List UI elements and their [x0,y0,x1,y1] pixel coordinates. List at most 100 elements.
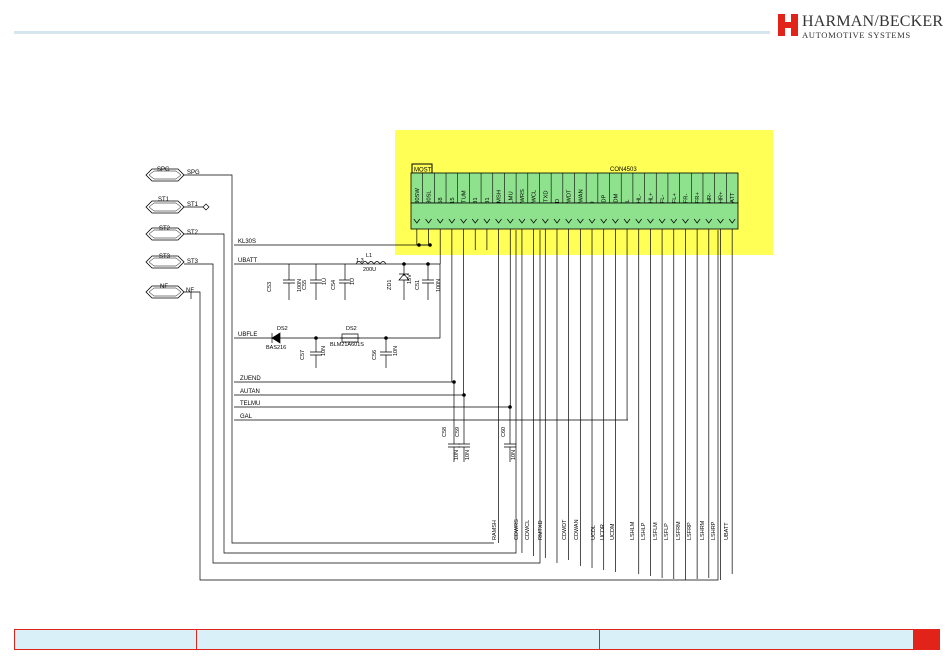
c53-ref: C53 [267,282,273,292]
c60-ref: C60 [501,427,507,437]
bottom-label-14: LSFRP [687,522,693,540]
pin-6-label: NFFL+ [672,193,678,211]
port-st3-net: ST3 [187,259,199,265]
pin-21-terminal [495,218,502,224]
net-kl30s: KL30S [238,239,256,245]
net-labels: KL30S UBATT UBFLE ZUEND AUTAN TELMU GAL [238,239,261,420]
bottom-label-5: CDWAN [574,519,580,540]
c56-value: 10N [393,346,399,356]
header-rule [14,31,770,34]
harman-becker-h-logo-icon [778,14,798,36]
pin-12-terminal [600,218,607,224]
d1-ref: ZD1 [387,280,393,290]
pin-22-terminal [483,218,491,224]
pin-25-terminal [448,218,456,224]
ubatt-filter-labels: C53 100N C55 1U C54 1U L1 1 3 200U ZD1 1… [267,253,442,292]
l1-value: 200U [363,267,376,273]
bottom-label-7: UCDR [600,524,606,540]
c55-value: 1U [322,278,328,285]
ubatt-filter [283,261,434,300]
c54-ref: C54 [331,280,337,290]
c57-value: 10N [321,346,327,356]
pin-27-terminal [425,218,432,224]
pin-21-label: RAMSH [497,190,503,211]
pin-26-terminal [436,218,444,224]
l1-pins: 1 3 [356,258,364,264]
pin-3-label: NFHR- [707,193,713,211]
pin-1-label: UBATT [730,192,736,211]
pin-11-terminal [612,218,619,224]
connector-part: CON4503 [610,167,637,173]
pin-8-label: NFHL+ [648,192,654,211]
pin-18-terminal [530,218,537,224]
bottom-label-13: LSFRM [676,521,682,540]
pin-5-terminal [682,218,689,224]
bottom-label-2: CDWCL [525,520,531,540]
pin-4-terminal [693,218,701,224]
pin-8-terminal [647,218,654,224]
port-st2: ST2 ST2 [145,226,199,241]
net-zuend: ZUEND [240,376,261,382]
pin-2-terminal [717,218,724,224]
port-st2-net: ST2 [187,230,199,236]
pin-6-terminal [670,218,678,224]
pin-1-terminal [728,218,736,224]
pin-20-label: TELMU [508,191,514,211]
bottom-label-12: LSFLP [664,523,670,540]
c51-value: 100N [436,279,442,292]
port-wiring [184,174,719,581]
ds2a-ref: DS2 [277,326,288,332]
bottom-label-1: CDWRS [514,519,520,540]
connector-ref: MOST [414,168,432,174]
pin-16-terminal [553,218,561,224]
pin-28-terminal [413,218,421,224]
net-lines [234,244,628,421]
c57-ref: C57 [300,350,306,360]
pin-24-label: AUTUM [462,190,468,211]
footer-divider-1 [196,630,197,649]
bottom-label-6: UCDL [591,525,597,540]
port-spg: SPG SPG [145,167,200,182]
pin-20-terminal [506,218,514,224]
pin-24-terminal [460,218,467,224]
ds2a-value: BAS216 [266,345,286,351]
pin-27-label: KL30SL [427,190,433,211]
pin-7-terminal [658,218,666,224]
pin-4-label: NFFR+ [695,192,701,211]
port-spg-net: SPG [187,170,200,176]
l1-ref: L1 [366,253,372,259]
footer-divider-2 [599,630,600,649]
connector-terminal-strip [410,202,739,230]
brand-name: HARMAN/BECKER [802,13,944,30]
c59-ref: C59 [455,427,461,437]
net-autan: AUTAN [240,389,260,395]
pin-17-label: RMTXD [543,190,549,211]
port-nf-label: NF [160,284,168,290]
ubfle-filter-labels: DS2 BAS216 C57 10N DS2 BLM21A601S C56 10… [266,326,399,360]
pin-15-label: CDWDT [567,189,573,211]
lower-caps-labels: C58 10N C59 10N C60 10N [442,427,517,460]
pin-28-label: KL30SW [415,188,421,211]
c55-ref: C55 [302,280,308,290]
bottom-label-9: LSHLM [630,521,636,540]
pin-19-label: CDWRS [520,189,526,211]
footer-page-marker [913,630,939,649]
brand-subtitle: AUTOMOTIVE SYSTEMS [802,30,911,40]
ds2b-value: BLM21A601S [330,342,364,348]
net-gal: GAL [240,414,253,420]
pin-3-terminal [705,218,713,224]
d1-value: 15V [407,274,413,284]
connector-wires [416,229,733,580]
footer-bar [14,629,940,650]
pin-9-label: NFHL- [637,194,643,211]
pin-2-label: NFHR+ [718,191,724,211]
ubfle-filter [271,332,392,368]
c58-value: 10N [454,450,460,460]
bottom-label-10: LSHLP [641,522,647,540]
pin-11-label: UCDM [613,193,619,211]
c54-value: 1U [350,278,356,285]
port-nf-net: NF [186,288,194,294]
c51-ref: C51 [415,280,421,290]
